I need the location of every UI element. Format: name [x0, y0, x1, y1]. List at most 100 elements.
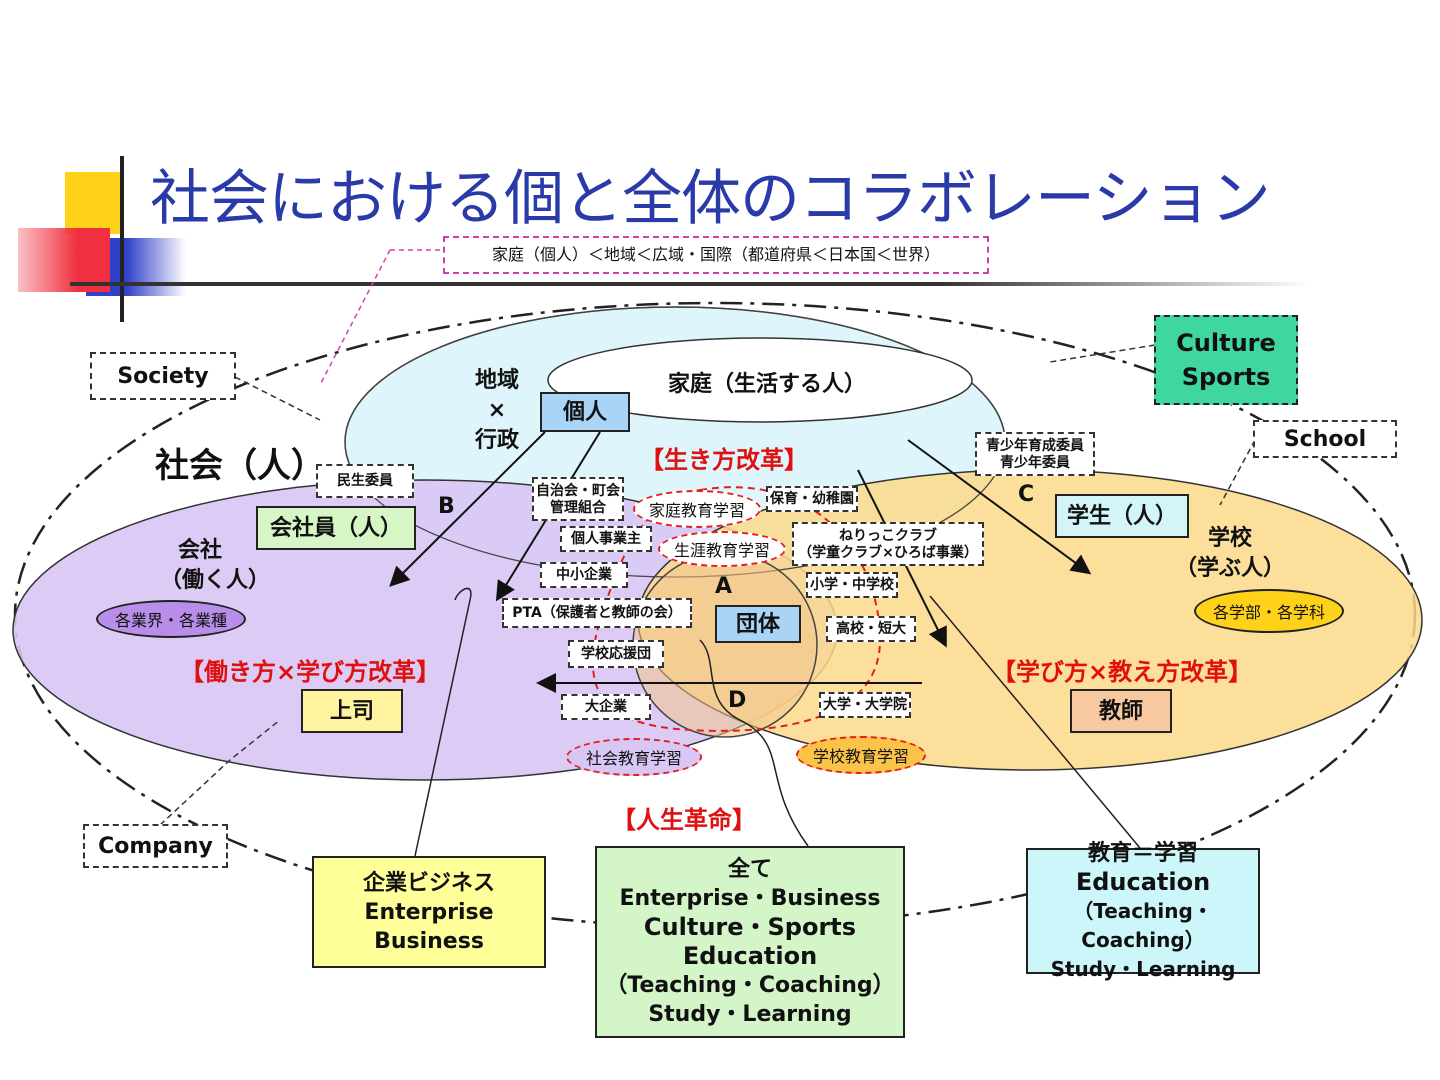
connector-biz	[414, 587, 472, 857]
community-line1: 地域	[474, 368, 519, 393]
org-youth-line2: 青少年委員	[1000, 455, 1070, 471]
reform-life: 【生き方改革】	[640, 446, 808, 474]
org-residents: 自治会・町会 管理組合	[532, 477, 624, 521]
society-callout: Society	[90, 352, 236, 400]
org-support: 学校応援団	[568, 640, 664, 668]
org-nerikko: ねりっこクラブ （学童クラブ×ひろば事業）	[792, 522, 984, 566]
community-line2: ×	[487, 398, 507, 423]
letter-c: C	[1018, 482, 1035, 507]
org-residents-line1: 自治会・町会	[536, 483, 620, 499]
connector-all	[699, 639, 809, 847]
company-line1: 会社	[177, 538, 222, 563]
all-line2: Enterprise・Business	[619, 886, 881, 911]
all-line5: （Teaching・Coaching）	[605, 973, 895, 998]
biz-line2: Enterprise	[364, 899, 494, 925]
reform-work: 【働き方×学び方改革】	[180, 658, 441, 686]
faculties-pill: 各学部・各学科	[1194, 589, 1344, 633]
culture-callout-line	[1049, 344, 1156, 363]
reform-learn: 【学び方×教え方改革】	[992, 658, 1253, 686]
edu-line1: 教育＝学習	[1087, 840, 1198, 866]
culture-text: Culture	[1176, 329, 1276, 357]
org-sme: 中小企業	[540, 562, 628, 588]
edu-line4: Study・Learning	[1050, 956, 1236, 981]
scope-callout-line	[319, 249, 391, 386]
home-edu-pill: 家庭教育学習	[633, 490, 761, 528]
org-nursery: 保育・幼稚園	[766, 486, 858, 512]
title-underline	[70, 282, 1310, 286]
org-high: 高校・短大	[826, 616, 916, 642]
all-line1: 全て	[727, 857, 772, 882]
edu-line2: Education	[1075, 867, 1211, 896]
arrow-individual-to-employee	[389, 431, 546, 587]
company-line2: （働く人）	[160, 568, 271, 593]
individual-text: 個人	[562, 399, 607, 425]
school-label: 学校 （学ぶ人）	[1172, 524, 1288, 584]
all-line3: Culture・Sports	[643, 913, 857, 941]
school-callout-line	[1219, 439, 1256, 506]
family-label: 家庭（生活する人）	[668, 372, 867, 397]
accent-yellow-square	[65, 172, 123, 234]
boss-box: 上司	[301, 689, 403, 733]
accent-red-square	[18, 228, 110, 292]
boss-text: 上司	[329, 698, 374, 724]
community-label: 地域 × 行政	[464, 366, 530, 456]
school-line2: （学ぶ人）	[1174, 556, 1285, 581]
biz-box: 企業ビジネス Enterprise Business	[312, 856, 546, 968]
org-welfare: 民生委員	[316, 464, 414, 498]
reform-revolution: 【人生革命】	[612, 806, 756, 834]
society-label: 社会（人）	[155, 446, 325, 486]
letter-a: A	[715, 574, 733, 599]
connector-edu	[929, 595, 1141, 849]
society-callout-line	[234, 376, 321, 421]
school-edu-pill: 学校教育学習	[796, 736, 926, 774]
scope-note: 家庭（個人）＜地域＜広域・国際（都道府県＜日本国＜世界）	[443, 236, 989, 274]
org-youth: 青少年育成委員 青少年委員	[975, 432, 1095, 476]
org-nerikko-line1: ねりっこクラブ	[839, 528, 937, 544]
org-elem-mid: 小学・中学校	[806, 572, 898, 598]
scope-note-text: 家庭（個人）＜地域＜広域・国際（都道府県＜日本国＜世界）	[491, 245, 940, 264]
org-nerikko-line2: （学童クラブ×ひろば事業）	[798, 545, 978, 561]
family-ellipse	[547, 337, 973, 423]
org-large: 大企業	[561, 694, 651, 720]
school-callout-text: School	[1283, 426, 1367, 452]
page-title: 社会における個と全体のコラボレーション	[150, 164, 1271, 234]
biz-line1: 企業ビジネス	[362, 870, 495, 896]
company-callout-line	[159, 719, 281, 826]
letter-d: D	[728, 688, 747, 713]
industries-pill: 各業界・各業種	[96, 600, 246, 638]
teacher-box: 教師	[1070, 689, 1172, 733]
group-box: 団体	[715, 605, 801, 643]
edu-line3: （Teaching・Coaching）	[1073, 898, 1213, 952]
org-sole-prop: 個人事業主	[560, 526, 652, 552]
company-callout: Company	[83, 824, 228, 868]
sports-text: Sports	[1181, 363, 1271, 391]
company-label: 会社 （働く人）	[160, 536, 271, 596]
arrow-family-to-student	[907, 439, 1092, 575]
employee-box: 会社員（人）	[256, 506, 416, 550]
all-line4: Education	[682, 942, 818, 970]
biz-line3: Business	[374, 928, 484, 954]
society-callout-text: Society	[117, 363, 209, 389]
culture-sports-box: Culture Sports	[1154, 315, 1298, 405]
company-callout-text: Company	[98, 833, 213, 859]
org-pta: PTA（保護者と教師の会）	[502, 598, 692, 628]
school-line1: 学校	[1207, 526, 1252, 551]
employee-text: 会社員（人）	[269, 515, 402, 541]
org-residents-line2: 管理組合	[550, 500, 606, 516]
all-line6: Study・Learning	[648, 1002, 852, 1027]
school-callout: School	[1253, 420, 1397, 458]
student-box: 学生（人）	[1055, 494, 1189, 538]
individual-box: 個人	[540, 392, 630, 432]
accent-vertical-rule	[120, 156, 124, 322]
social-edu-pill: 社会教育学習	[566, 738, 702, 776]
letter-b: B	[438, 494, 455, 519]
teacher-text: 教師	[1098, 698, 1143, 724]
student-text: 学生（人）	[1066, 503, 1177, 529]
all-box: 全て Enterprise・Business Culture・Sports Ed…	[595, 846, 905, 1038]
org-univ: 大学・大学院	[819, 692, 911, 718]
lifelong-edu-pill: 生涯教育学習	[658, 531, 786, 567]
group-text: 団体	[735, 611, 780, 637]
edu-box: 教育＝学習 Education （Teaching・Coaching） Stud…	[1026, 841, 1260, 981]
org-youth-line1: 青少年育成委員	[986, 438, 1084, 454]
